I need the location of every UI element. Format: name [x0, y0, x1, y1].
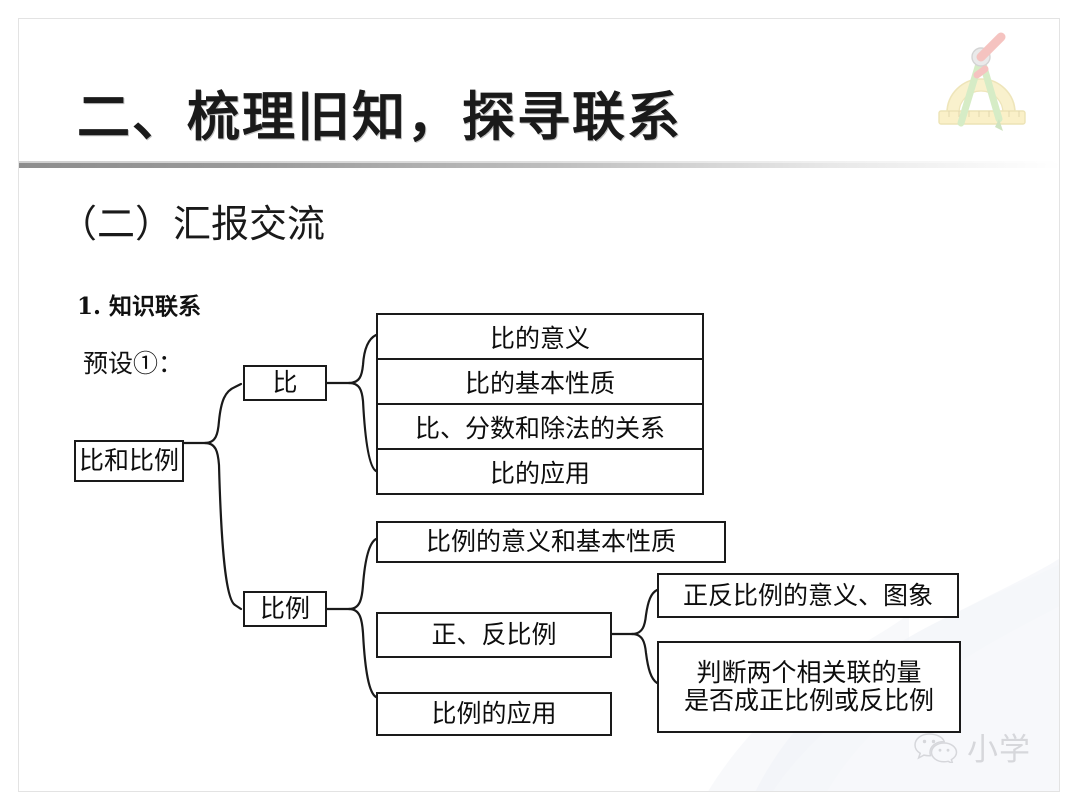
node-root[interactable]: 比和比例	[74, 440, 184, 482]
list-item[interactable]: 比的基本性质	[378, 360, 702, 405]
header-divider	[19, 163, 1059, 168]
node-proportion-meaning[interactable]: 比例的意义和基本性质	[376, 521, 726, 563]
node-ratio[interactable]: 比	[243, 365, 327, 401]
page-title: 二、梳理旧知，探寻联系	[77, 86, 682, 148]
node-proportion[interactable]: 比例	[243, 591, 327, 627]
list-item[interactable]: 比、分数和除法的关系	[378, 405, 702, 450]
knowledge-link-label: 1. 知识联系	[77, 293, 202, 320]
node-proportion-meaning-graph[interactable]: 正反比例的意义、图象	[657, 573, 959, 618]
ratio-items-stack: 比的意义 比的基本性质 比、分数和除法的关系 比的应用	[376, 313, 704, 495]
preset-label: 预设①：	[83, 349, 184, 378]
header-divider-highlight	[19, 161, 1059, 163]
concept-map: 比和比例 比 比例 比的意义 比的基本性质 比、分数和除法的关系 比的应用 比例…	[19, 19, 1059, 791]
slide-canvas: 二、梳理旧知，探寻联系 （二）汇报交流 1. 知识联系 预设①：	[18, 18, 1060, 792]
list-item[interactable]: 比的意义	[378, 315, 702, 360]
node-proportion-application[interactable]: 比例的应用	[376, 692, 612, 736]
node-judge-related-quantities[interactable]: 判断两个相关联的量 是否成正比例或反比例	[657, 641, 961, 733]
section-subtitle: （二）汇报交流	[59, 202, 326, 246]
list-item[interactable]: 比的应用	[489, 458, 590, 488]
node-direct-inverse-proportion[interactable]: 正、反比例	[376, 612, 612, 658]
compass-protractor-ruler-icon	[938, 32, 1026, 131]
